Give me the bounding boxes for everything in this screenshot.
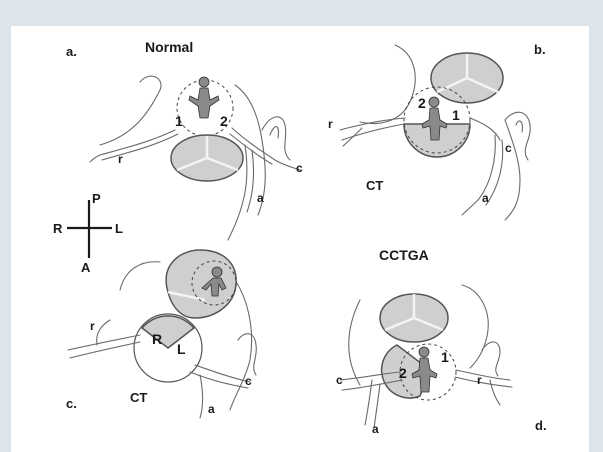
panel-c-outline xyxy=(120,262,160,290)
panel-c-aorta-outline xyxy=(230,280,252,410)
panel-b-letter: b. xyxy=(534,42,546,57)
panel-c-right-coronary-2 xyxy=(70,342,140,358)
panel-c-aortic-valve xyxy=(166,250,236,318)
compass-anterior: A xyxy=(81,260,91,275)
panel-a-ostium-2: 2 xyxy=(220,113,228,129)
panel-d-outline xyxy=(462,285,488,368)
panel-b-right-branch xyxy=(343,128,362,146)
compass-left: L xyxy=(115,221,123,236)
panel-b-ostium-2: 2 xyxy=(418,95,426,111)
panel-a-letter: a. xyxy=(66,44,77,59)
panel-a-c-label: c xyxy=(296,161,303,175)
panel-d-title: CCTGA xyxy=(379,247,429,263)
panel-c-letter: c. xyxy=(66,396,77,411)
panel-a-a-label: a xyxy=(257,191,264,205)
panel-a-r-label: r xyxy=(118,152,123,166)
panel-c-sinus-r: R xyxy=(152,331,162,347)
panel-d-right-coronary-2 xyxy=(455,377,512,387)
panel-b-aortic-valve xyxy=(431,53,503,103)
panel-d-outline-2 xyxy=(349,300,360,385)
panel-d-ostium-2: 2 xyxy=(399,365,407,381)
panel-b-appendage-2 xyxy=(516,121,522,132)
compass-posterior: P xyxy=(92,191,101,206)
panel-d-c-label: c xyxy=(336,373,343,387)
panel-b: b. 2 1 r c a CT xyxy=(328,42,546,220)
panel-b-right-coronary-2 xyxy=(342,124,404,140)
panel-d-right-branch xyxy=(490,380,500,405)
panel-c-subtitle: CT xyxy=(130,390,147,405)
panel-d-letter: d. xyxy=(535,418,547,433)
panel-d-right-coronary xyxy=(456,370,510,380)
panel-a-figure xyxy=(189,77,219,118)
orientation-compass: P A R L xyxy=(53,191,123,275)
panel-d-a-label: a xyxy=(372,422,379,436)
panel-c-c-label: c xyxy=(245,374,252,388)
panel-a-appendage-2 xyxy=(270,127,278,138)
panel-b-subtitle: CT xyxy=(366,178,383,193)
panel-a-lad-2 xyxy=(247,150,254,212)
panel-d-ostium-1: 1 xyxy=(441,349,449,365)
panel-a-aortic-valve xyxy=(171,135,243,181)
panel-d-aortic-valve xyxy=(380,294,448,342)
panel-c-lad xyxy=(200,375,203,418)
panel-b-lad xyxy=(462,135,495,215)
panel-c-r-label: r xyxy=(90,319,95,333)
panel-d-r-label: r xyxy=(477,373,482,387)
panel-b-a-label: a xyxy=(482,191,489,205)
panel-c-right-coronary xyxy=(68,335,140,350)
panel-a-right-coronary-2 xyxy=(102,134,178,160)
panel-b-aorta-outline xyxy=(505,120,520,220)
panel-d-appendage xyxy=(482,342,500,376)
compass-right: R xyxy=(53,221,63,236)
panel-a: a. Normal 1 2 r c a xyxy=(66,39,303,240)
panel-d: CCTGA d. 1 2 c r a xyxy=(336,247,547,436)
panel-b-r-label: r xyxy=(328,117,333,131)
panel-c-left-coronary-2 xyxy=(190,372,248,388)
panel-c: c. CT R L r c a xyxy=(66,250,256,418)
panel-b-ostium-1: 1 xyxy=(452,107,460,123)
panel-b-outline xyxy=(360,45,415,124)
panel-a-ostium-1: 1 xyxy=(175,113,183,129)
panel-a-outline xyxy=(100,76,161,145)
panel-c-a-label: a xyxy=(208,402,215,416)
panel-a-right-coronary xyxy=(90,130,175,162)
panel-a-title: Normal xyxy=(145,39,193,55)
panel-c-left-coronary xyxy=(195,365,250,382)
panel-b-c-label: c xyxy=(505,141,512,155)
panel-c-sinus-l: L xyxy=(177,341,186,357)
panel-c-sinus xyxy=(134,314,202,382)
